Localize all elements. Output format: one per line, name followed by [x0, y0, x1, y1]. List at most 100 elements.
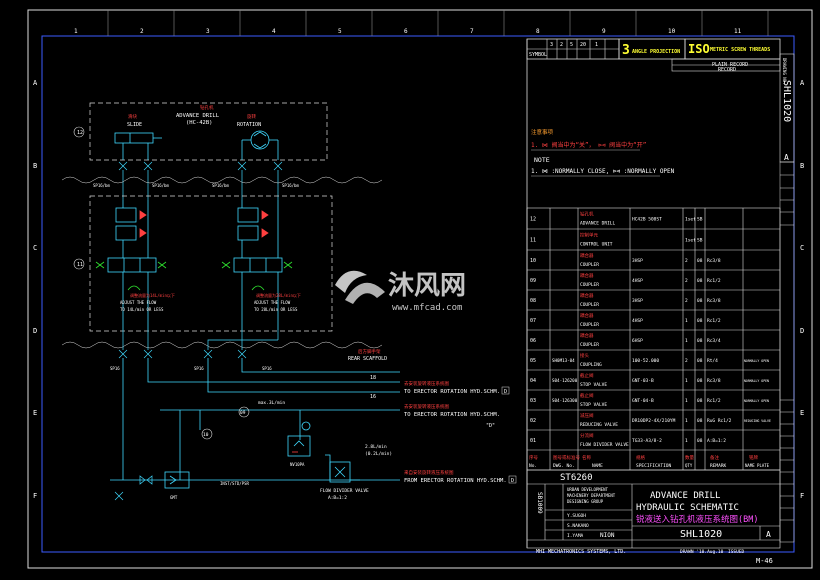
svg-text:旋转: 旋转	[247, 113, 256, 120]
svg-text:锐液送入钻孔机液压系统图(BM): 锐液送入钻孔机液压系统图(BM)	[636, 514, 758, 525]
coupler-row-bottom	[118, 330, 279, 359]
svg-text:F: F	[33, 492, 37, 500]
svg-text:C: C	[33, 244, 37, 252]
svg-text:钻孔机: 钻孔机	[200, 104, 214, 111]
svg-text:SLIDE: SLIDE	[127, 122, 142, 128]
parts-row-qty: 1	[685, 338, 688, 344]
svg-text:NAME PLATE: NAME PLATE	[745, 463, 770, 468]
svg-text:METRIC SCREW THREADS: METRIC SCREW THREADS	[710, 47, 770, 53]
svg-text:SHL1020: SHL1020	[680, 529, 722, 540]
svg-text:ADJUST THE FLOW: ADJUST THE FLOW	[120, 300, 157, 305]
svg-text:来自安装旋转液压系统图: 来自安装旋转液压系统图	[404, 469, 454, 476]
erector-labels: 去安装旋转液压系统图 TO ERECTOR ROTATION HYD.SCHM.…	[404, 380, 517, 484]
svg-text:5: 5	[338, 28, 342, 35]
parts-row-no: 05	[530, 358, 536, 364]
parts-row-remark: Rc1/2	[707, 398, 721, 404]
svg-text:SPECIFICATION: SPECIFICATION	[636, 463, 672, 469]
parts-row-material: 08	[697, 278, 703, 284]
parts-row-spec: HC42B 508ST	[632, 217, 662, 223]
svg-text:(HC-42B): (HC-42B)	[186, 120, 213, 126]
top-grid-numbers: 1 2 3 4 5 6 7 8 9 10 11	[74, 28, 742, 35]
svg-text:序号: 序号	[529, 454, 538, 461]
inst-label: INST/STD/PSR	[220, 481, 249, 486]
parts-row-remark: Rc3/8	[707, 378, 721, 384]
parts-row-qty: 1	[685, 318, 688, 324]
parts-row-qty: 1set	[685, 238, 696, 244]
flow-divider-labels: FLOW DIVIDER VALVE A:B=1:2	[320, 488, 369, 501]
svg-text:SP16: SP16	[194, 366, 204, 371]
svg-text:D: D	[511, 478, 514, 484]
svg-text:TO ERECTOR ROTATION HYD.SCHM.: TO ERECTOR ROTATION HYD.SCHM.	[404, 412, 500, 418]
title-block-text: ST6260 SB1009 URBAN DEVELOPMENT MACHINER…	[536, 473, 773, 565]
svg-text:2: 2	[560, 42, 563, 48]
parts-row-remark: A:B=1:2	[707, 438, 726, 444]
svg-text:9: 9	[602, 28, 606, 35]
item-12-tag: 12	[77, 130, 83, 136]
parts-row-material: 08	[697, 338, 703, 344]
line-number-tags: 18 16	[370, 375, 376, 400]
right-grid-letters: A B C D E F	[800, 79, 805, 500]
parts-table-header: 序号 图号或标准号 名称 规格 数量 备注 铭牌 No. DWG. No. NA…	[529, 454, 770, 469]
right-valve-stack	[221, 200, 293, 330]
svg-text:M-46: M-46	[756, 557, 773, 565]
parts-row-dwg: S04-126300	[552, 398, 578, 403]
svg-text:1. ⋈ 阀当中为“关”， ⊳⊲ 阀当中为“开”: 1. ⋈ 阀当中为“关”， ⊳⊲ 阀当中为“开”	[531, 141, 646, 149]
parts-row-name-cn: 耦合器	[580, 292, 594, 299]
svg-text:A: A	[766, 530, 771, 539]
title-block-grid	[526, 469, 781, 549]
parts-row-no: 12	[530, 217, 536, 223]
parts-row-material: 08	[697, 378, 703, 384]
sp-labels-bottom: SP16 SP16 SP16	[110, 366, 272, 371]
svg-text:NAME: NAME	[592, 463, 603, 469]
parts-row-name: STOP VALVE	[580, 402, 607, 408]
parts-row-no: 04	[530, 378, 536, 384]
parts-row-spec: DR10DP2-4X/210YM	[632, 418, 676, 424]
parts-row-no: 09	[530, 278, 536, 284]
parts-row-name-cn: 耦合器	[580, 332, 594, 339]
svg-text:A: A	[784, 153, 789, 162]
parts-row-spec: GNT-03-B	[632, 378, 654, 384]
parts-row-no: 03	[530, 398, 536, 404]
svg-text:S.NAKANO: S.NAKANO	[567, 523, 589, 529]
slide-cylinder	[114, 132, 162, 160]
watermark: 沐风网 www.mfcad.com	[335, 270, 466, 313]
svg-text:规格: 规格	[636, 454, 645, 461]
svg-text:REMARK: REMARK	[710, 463, 727, 469]
svg-text:SP16: SP16	[110, 366, 120, 371]
svg-text:TO 28L/min OR LESS: TO 28L/min OR LESS	[254, 307, 298, 312]
svg-text:Y.SUGOH: Y.SUGOH	[567, 513, 586, 519]
svg-text:SP16/bm: SP16/bm	[212, 183, 229, 188]
svg-text:QTY: QTY	[685, 463, 693, 468]
svg-text:HYDRAULIC SCHEMATIC: HYDRAULIC SCHEMATIC	[636, 503, 739, 513]
svg-text:SYMBOL: SYMBOL	[529, 52, 547, 58]
parts-row-name-cn: 控制单元	[580, 232, 598, 239]
parts-row-remark: Rc3/4	[707, 338, 721, 344]
parts-row-material: 08	[697, 358, 703, 364]
outer-frame	[27, 9, 813, 569]
parts-row-qty: 2	[685, 278, 688, 284]
svg-text:No.: No.	[529, 463, 537, 469]
coupler-row-top	[118, 161, 283, 200]
right-stamp-strip	[779, 161, 795, 543]
parts-row-material: 08	[697, 438, 703, 444]
parts-row-no: 07	[530, 318, 536, 324]
parts-row-no: 06	[530, 338, 536, 344]
svg-text:20: 20	[580, 42, 586, 48]
parts-row-qty: 1	[685, 378, 688, 384]
parts-row-qty: 1set	[685, 217, 696, 223]
svg-text:D: D	[800, 327, 804, 335]
parts-row-name-cn: 减压阀	[580, 412, 594, 419]
svg-text:REAR SCAFFOLD: REAR SCAFFOLD	[348, 356, 387, 362]
svg-text:E: E	[800, 409, 804, 417]
svg-text:2: 2	[140, 28, 144, 35]
svg-text:1: 1	[595, 42, 598, 48]
parts-row-dwg: SH0M13-04	[552, 358, 575, 363]
parts-row-spec: 4HSP	[632, 278, 643, 284]
parts-row-dwg: S04-126200	[552, 378, 578, 383]
symbol-block: SYMBOL 3 2 5 20 1	[526, 38, 620, 60]
